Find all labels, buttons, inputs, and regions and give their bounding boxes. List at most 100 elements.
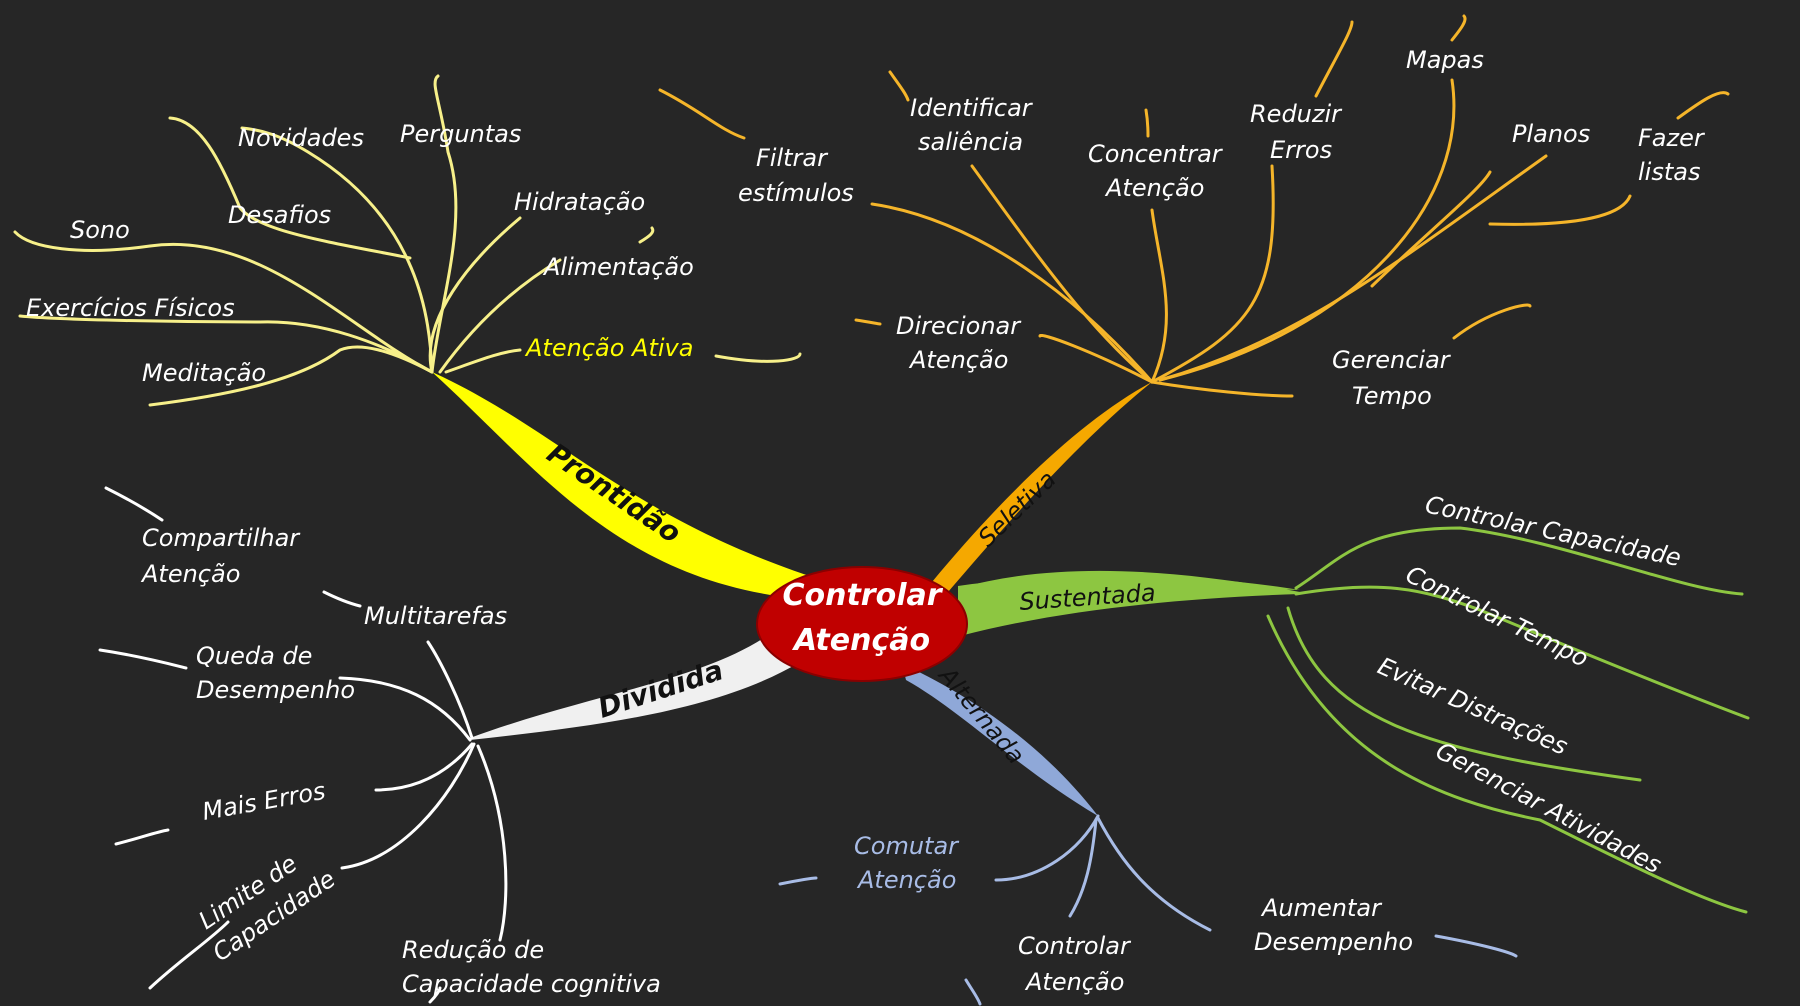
- leaf-queda-2: Desempenho: [196, 676, 355, 704]
- leaf-evitar-distracoes: Evitar Distrações: [1374, 652, 1572, 761]
- branch-dividida-shape: [470, 620, 800, 740]
- leaf-gerenciar-tempo-2: Tempo: [1352, 382, 1432, 410]
- leaf-multitarefas: Multitarefas: [364, 602, 507, 630]
- leaf-line: [1158, 78, 1456, 382]
- leaf-line: [444, 348, 522, 374]
- leaf-line: [1370, 170, 1492, 288]
- leaf-line: [1038, 333, 1154, 384]
- branch-seletiva: Seletiva Filtrar estímulos Identificar s…: [658, 14, 1730, 592]
- leaf-line: [338, 676, 472, 742]
- leaf-line: [430, 74, 458, 374]
- leaf-novidades: Novidades: [238, 124, 364, 152]
- leaf-hidratacao: Hidratação: [514, 188, 645, 216]
- leaf-concentrar-1: Concentrar: [1088, 140, 1224, 168]
- branch-alternada: Alternada Comutar Atenção Controlar Aten…: [778, 660, 1518, 1006]
- leaf-controlar-capacidade: Controlar Capacidade: [1423, 490, 1684, 572]
- leaf-aumentar-2: Desempenho: [1254, 928, 1413, 956]
- leaf-fazer-1: Fazer: [1638, 124, 1706, 152]
- leaf-line: [638, 226, 655, 244]
- branch-seletiva-shape: [932, 382, 1152, 592]
- leaf-compartilhar-2: Atenção: [140, 560, 240, 588]
- leaf-line: [1068, 818, 1098, 918]
- leaf-line: [658, 88, 746, 140]
- leaf-line: [374, 742, 474, 792]
- leaf-line: [888, 70, 910, 102]
- leaf-comutar-2: Atenção: [856, 866, 956, 894]
- leaf-concentrar-2: Atenção: [1104, 174, 1204, 202]
- branch-seletiva-label: Seletiva: [973, 465, 1062, 552]
- leaf-reduzir-1: Reduzir: [1250, 100, 1343, 128]
- leaf-planos: Planos: [1512, 120, 1590, 148]
- leaf-line: [1450, 14, 1467, 42]
- leaf-aumentar-1: Aumentar: [1260, 894, 1383, 922]
- branch-alternada-shape: [902, 664, 1098, 816]
- leaf-line: [1488, 194, 1632, 226]
- center-ellipse: [756, 566, 968, 682]
- center-node: Controlar Atenção: [756, 566, 968, 682]
- center-label-line2: Atenção: [792, 623, 930, 658]
- leaf-line: [476, 744, 508, 942]
- leaf-atencao-ativa: Atenção Ativa: [524, 334, 693, 362]
- leaf-line: [1286, 606, 1642, 782]
- leaf-line: [1150, 208, 1168, 384]
- leaf-line: [114, 828, 170, 846]
- leaf-filtrar-1: Filtrar: [756, 144, 829, 172]
- leaf-compartilhar-1: Compartilhar: [142, 524, 301, 552]
- leaf-comutar-1: Comutar: [854, 832, 960, 860]
- leaf-line: [1150, 164, 1275, 384]
- leaf-direcionar-1: Direcionar: [896, 312, 1022, 340]
- leaf-perguntas: Perguntas: [400, 120, 521, 148]
- leaf-line: [1294, 526, 1744, 596]
- leaf-line: [438, 258, 562, 374]
- leaf-meditacao: Meditação: [142, 359, 266, 387]
- branch-alternada-label: Alternada: [932, 660, 1030, 769]
- leaf-alimentacao: Alimentação: [542, 253, 694, 281]
- leaf-queda-1: Queda de: [196, 642, 312, 670]
- leaf-line: [1150, 380, 1294, 398]
- leaf-line: [98, 648, 188, 670]
- leaf-line: [426, 640, 474, 740]
- leaf-fazer-2: listas: [1638, 158, 1700, 186]
- leaf-line: [854, 318, 882, 326]
- center-label-line1: Controlar: [782, 578, 943, 613]
- leaf-sono: Sono: [70, 216, 130, 244]
- leaf-filtrar-2: estímulos: [738, 179, 854, 207]
- leaf-direcionar-2: Atenção: [908, 346, 1008, 374]
- leaf-line: [1452, 303, 1532, 340]
- leaf-line: [1294, 585, 1750, 720]
- leaf-line: [168, 116, 412, 260]
- branch-dividida-label: Dividida: [594, 653, 727, 724]
- leaf-line: [870, 202, 1154, 384]
- leaf-line: [1096, 816, 1212, 932]
- leaf-line: [148, 345, 434, 407]
- leaf-line: [1314, 20, 1354, 98]
- leaf-line: [322, 590, 362, 608]
- leaf-controlar-2: Atenção: [1024, 968, 1124, 996]
- branch-dividida: Dividida Compartilhar Atenção Multitaref…: [98, 486, 800, 1004]
- leaf-controlar-tempo: Controlar Tempo: [1401, 560, 1592, 673]
- leaf-line: [964, 978, 982, 1006]
- leaf-line: [104, 486, 164, 522]
- leaf-line: [1158, 154, 1548, 382]
- leaf-gerenciar-atividades: Gerenciar Atividades: [1431, 737, 1666, 880]
- leaf-line: [970, 164, 1154, 384]
- leaf-line: [1266, 614, 1748, 914]
- leaf-line: [1676, 91, 1730, 120]
- branch-sustentada-body: [960, 570, 1300, 636]
- leaf-identificar-2: saliência: [918, 128, 1023, 156]
- leaf-line: [18, 314, 434, 374]
- leaf-mais-erros: Mais Erros: [200, 777, 327, 826]
- leaf-line: [340, 742, 476, 870]
- leaf-line: [148, 920, 230, 990]
- leaf-reducao-2: Capacidade cognitiva: [402, 970, 661, 998]
- leaf-line: [428, 986, 442, 1004]
- branch-prontidao: Prontidão Novidades Perguntas Desafios S…: [13, 74, 828, 600]
- leaf-line: [1434, 934, 1518, 958]
- leaf-line: [1144, 108, 1150, 138]
- branch-prontidao-shape: [432, 372, 828, 600]
- leaf-line: [994, 814, 1100, 882]
- branch-sustentada: Sustentada Controlar Capacidade Controla…: [958, 490, 1750, 914]
- leaf-exercicios: Exercícios Físicos: [26, 294, 235, 322]
- leaf-line: [778, 876, 818, 886]
- leaf-line: [240, 126, 434, 374]
